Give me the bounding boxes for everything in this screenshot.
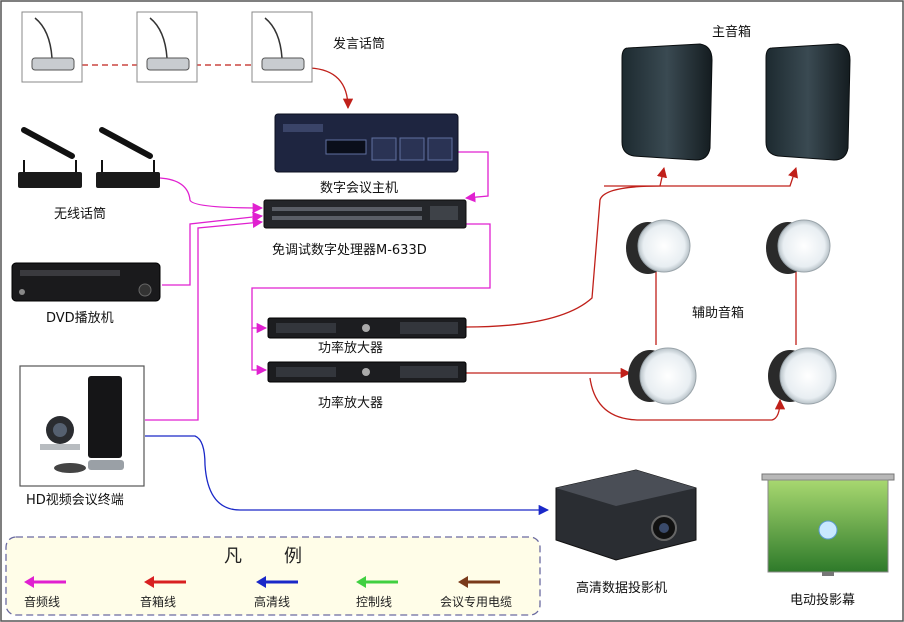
amp1-to-main-right-line [604, 167, 798, 187]
main-speaker-right [765, 43, 851, 161]
aux-speaker-1 [626, 219, 691, 274]
digital-processor [263, 199, 467, 229]
legend-box [5, 536, 541, 616]
legend-arrow-icon [356, 576, 366, 588]
legend-arrow-icon [458, 576, 468, 588]
aux-speaker-4 [768, 347, 837, 405]
label-aux-speakers: 辅助音箱 [692, 305, 744, 321]
processor-to-amp2-line [251, 328, 268, 376]
legend-title: 凡 例 [224, 546, 304, 567]
label-processor: 免调试数字处理器M-633D [272, 243, 427, 258]
wireless-mic-1 [18, 127, 82, 188]
wireless-to-processor-line [159, 177, 264, 214]
label-screen: 电动投影幕 [790, 592, 855, 608]
mic-3 [251, 11, 313, 83]
legend-arrow-icon [256, 576, 266, 588]
video-to-processor-line [145, 217, 264, 421]
projection-screen [761, 473, 895, 576]
amp1-to-main-left-line [465, 166, 668, 328]
video-to-projector-line [145, 435, 550, 516]
host-to-processor-line [458, 151, 489, 203]
label-wireless: 无线话筒 [54, 206, 106, 222]
legend-item-control: 控制线 [356, 576, 398, 609]
legend-label-cable: 会议专用电缆 [440, 594, 512, 609]
amp2-to-aux-right-line [589, 377, 786, 421]
main-speaker-left [621, 43, 713, 161]
power-amplifier-2 [267, 361, 467, 383]
legend-arrow-icon [24, 576, 34, 588]
label-dvd: DVD播放机 [46, 311, 114, 326]
legend-arrow-icon [144, 576, 154, 588]
dvd-to-processor-line [162, 211, 264, 286]
label-projector: 高清数据投影机 [576, 580, 667, 596]
dvd-player [11, 262, 161, 302]
aux-speaker-2 [766, 219, 831, 274]
mic-1 [21, 11, 83, 83]
mic-2 [136, 11, 198, 83]
processor-to-amp1-line [251, 223, 491, 334]
legend-item-audio: 音频线 [24, 576, 66, 609]
mic-to-host-line [309, 67, 354, 110]
legend-label-speaker: 音箱线 [140, 594, 176, 609]
aux-speaker-3 [628, 347, 697, 405]
conference-host [274, 113, 459, 173]
legend-item-hd: 高清线 [254, 576, 298, 609]
projector [555, 469, 697, 561]
legend: 凡 例 音频线 音箱线 高清线 控制线 会议专用电缆 [5, 536, 541, 616]
legend-label-hd: 高清线 [254, 594, 290, 609]
label-amp1: 功率放大器 [318, 340, 383, 356]
legend-item-cable: 会议专用电缆 [440, 576, 512, 609]
label-amp2: 功率放大器 [318, 395, 383, 411]
label-host: 数字会议主机 [320, 181, 398, 196]
label-mics: 发言话筒 [333, 36, 385, 52]
power-amplifier-1 [267, 317, 467, 339]
label-main-speakers: 主音箱 [712, 24, 751, 40]
wireless-mic-2 [96, 127, 160, 188]
legend-label-control: 控制线 [356, 595, 392, 609]
label-video-terminal: HD视频会议终端 [26, 492, 124, 508]
legend-item-speaker: 音箱线 [140, 576, 186, 609]
video-conference-terminal [19, 365, 145, 487]
legend-label-audio: 音频线 [24, 594, 60, 609]
